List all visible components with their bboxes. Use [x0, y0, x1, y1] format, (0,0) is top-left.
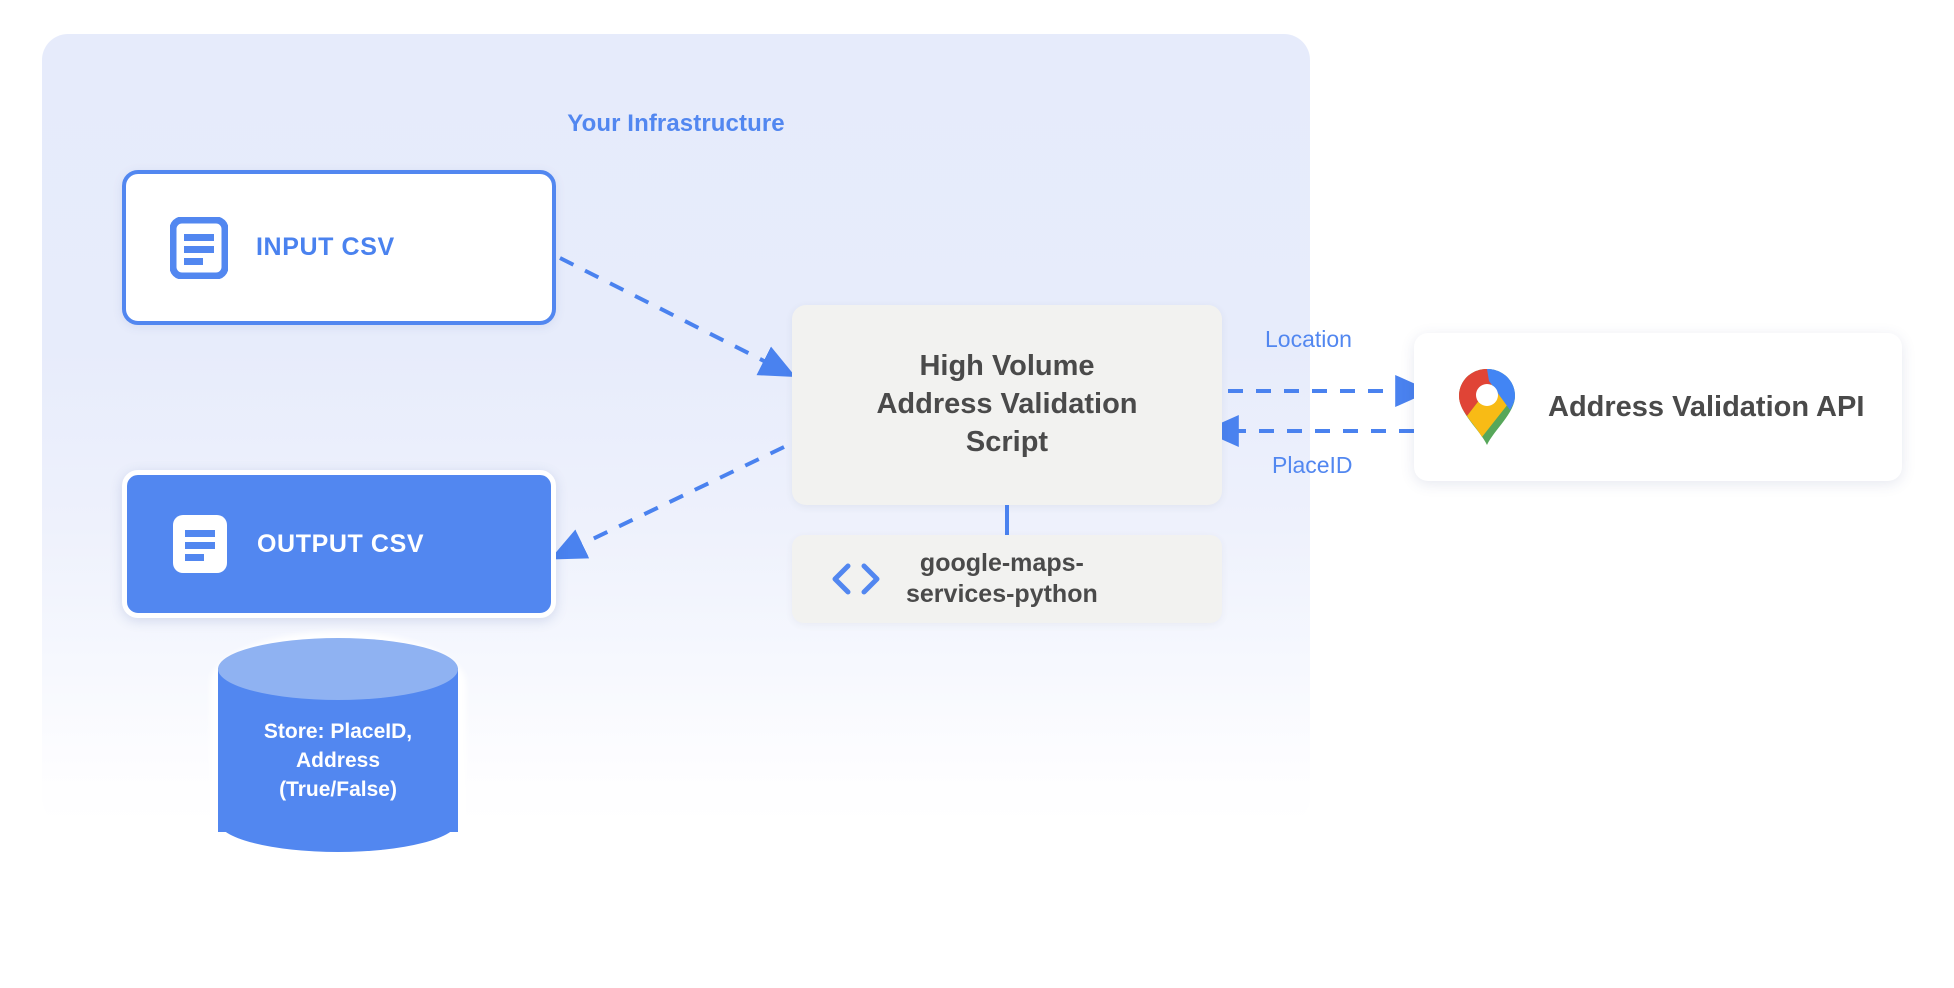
output-csv-label: OUTPUT CSV: [257, 529, 425, 558]
script-line-1: High Volume: [919, 350, 1095, 383]
panel-title: Your Infrastructure: [567, 110, 785, 137]
api-label: Address Validation API: [1548, 390, 1865, 423]
document-icon: [173, 515, 227, 573]
database-line-2: Address: [295, 748, 381, 772]
edge-label-placeid: PlaceID: [1272, 452, 1353, 478]
database-line-3: (True/False): [279, 777, 397, 801]
edge-script-to-library: [1005, 505, 1009, 537]
node-input-csv[interactable]: INPUT CSV: [122, 170, 556, 325]
edge-label-location: Location: [1265, 326, 1352, 352]
node-output-csv[interactable]: OUTPUT CSV: [122, 470, 556, 618]
node-library[interactable]: google-maps- services-python: [792, 535, 1222, 623]
script-line-3: Script: [965, 425, 1049, 458]
database-top-ellipse: [218, 638, 458, 700]
input-csv-label: INPUT CSV: [256, 233, 395, 261]
library-line-2: services-python: [906, 580, 1098, 608]
node-address-validation-api[interactable]: Address Validation API: [1414, 333, 1902, 481]
node-script[interactable]: High Volume Address Validation Script: [792, 305, 1222, 505]
library-line-1: google-maps-: [919, 549, 1084, 577]
google-maps-pin-icon: [1459, 369, 1515, 445]
node-database[interactable]: Store: PlaceID, Address (True/False): [210, 632, 466, 868]
database-line-1: Store: PlaceID,: [263, 720, 413, 743]
code-brackets-icon: [832, 563, 880, 595]
document-icon: [170, 216, 228, 279]
script-line-2: Address Validation: [876, 388, 1138, 421]
